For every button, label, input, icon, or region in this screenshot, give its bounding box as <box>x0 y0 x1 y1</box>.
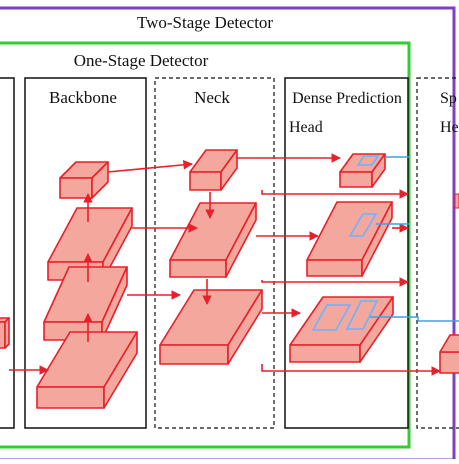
dense-block-3 <box>289 296 394 363</box>
sparse-marker <box>454 193 459 209</box>
backbone-block-3 <box>43 266 128 341</box>
dense-head-label-line2: Head <box>289 119 323 136</box>
bb-to-neck-arrow-1 <box>107 160 193 173</box>
two-stage-title: Two-Stage Detector <box>137 13 274 32</box>
sparse-head-label-line2: He <box>440 119 459 136</box>
anchor-box-3 <box>311 304 352 331</box>
sparse-block <box>439 334 459 374</box>
neck-column <box>154 77 275 429</box>
dense-output-arrow-3 <box>370 316 459 322</box>
sparse-head-label-line1: Sp <box>440 90 457 107</box>
backbone-label: Backbone <box>49 88 117 107</box>
backbone-block-4 <box>36 331 138 409</box>
backbone-block-1 <box>59 161 109 199</box>
backbone-column <box>24 77 147 429</box>
dense-block-2 <box>306 201 393 277</box>
neck-to-sparse-arrow-2 <box>261 277 409 287</box>
neck-block-1 <box>189 149 238 191</box>
neck-block-2 <box>169 202 257 278</box>
one-stage-frame <box>0 41 411 449</box>
one-stage-title: One-Stage Detector <box>74 51 209 70</box>
dense-prediction-column <box>284 77 409 429</box>
dense-head-label-line1: Dense Prediction <box>292 90 402 107</box>
neck-block-3 <box>159 289 263 365</box>
anchor-box-4 <box>345 300 379 330</box>
neck-label: Neck <box>194 88 230 107</box>
anchor-box-1 <box>356 155 380 166</box>
input-feature-block <box>0 317 10 349</box>
dense-block-1 <box>339 153 386 188</box>
input-column <box>0 77 15 429</box>
neck-to-sparse-arrow-3 <box>261 364 441 376</box>
neck-to-sparse-arrow-1 <box>261 189 409 199</box>
anchor-box-2 <box>348 213 378 237</box>
sparse-prediction-column <box>416 77 459 429</box>
